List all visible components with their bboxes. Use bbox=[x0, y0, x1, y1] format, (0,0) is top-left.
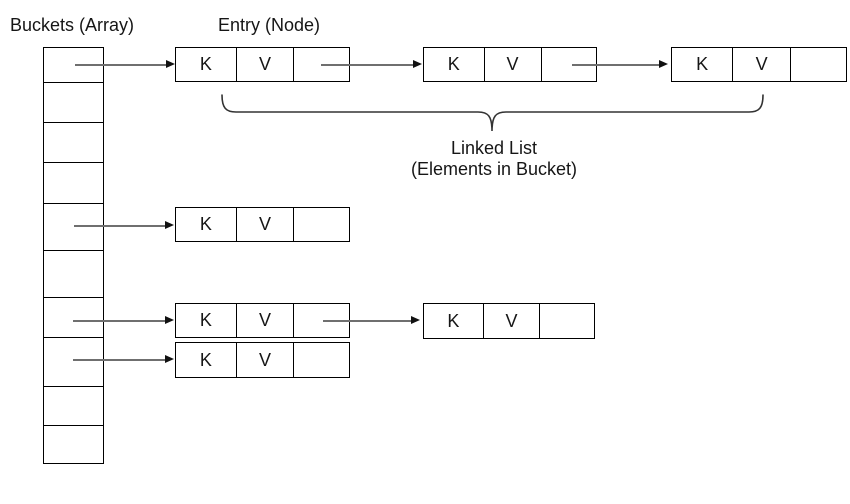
bucket-cell-1 bbox=[44, 82, 103, 122]
curly-brace bbox=[221, 94, 764, 132]
value-cell: V bbox=[235, 343, 293, 377]
value-cell: V bbox=[483, 48, 541, 81]
arrow-shaft bbox=[323, 319, 413, 322]
key-cell: K bbox=[199, 310, 212, 330]
arrow-next-chain1-2to3 bbox=[572, 60, 668, 69]
key-cell: K bbox=[447, 54, 460, 74]
arrow-bucket6-to-node bbox=[73, 316, 174, 325]
value-cell: V bbox=[482, 304, 539, 338]
entry-node-chain3-1: K V bbox=[175, 303, 350, 338]
arrow-shaft bbox=[73, 358, 167, 361]
arrow-shaft bbox=[321, 63, 415, 66]
key-cell: K bbox=[199, 214, 212, 234]
bucket-cell-7 bbox=[44, 337, 103, 386]
bucket-cell-3 bbox=[44, 162, 103, 203]
entry-node-chain1-1: K V bbox=[175, 47, 350, 82]
arrow-shaft bbox=[74, 224, 167, 227]
next-pointer-cell bbox=[540, 48, 596, 81]
key-cell: K bbox=[199, 349, 212, 370]
entry-node-chain1-2: K V bbox=[423, 47, 597, 82]
arrow-shaft bbox=[73, 319, 167, 322]
arrow-next-chain1-1to2 bbox=[321, 60, 422, 69]
arrow-bucket4-to-node bbox=[74, 221, 174, 230]
arrow-head-icon bbox=[659, 60, 668, 68]
arrow-shaft bbox=[75, 63, 168, 66]
next-pointer-cell bbox=[293, 343, 349, 377]
buckets-array-title: Buckets (Array) bbox=[10, 15, 135, 35]
key-cell: K bbox=[447, 310, 460, 331]
value-cell: V bbox=[732, 48, 790, 81]
arrow-head-icon bbox=[165, 355, 174, 363]
arrow-head-icon bbox=[413, 60, 422, 68]
arrow-bucket7-to-node bbox=[73, 355, 174, 364]
bucket-cell-2 bbox=[44, 122, 103, 162]
next-pointer-cell bbox=[293, 48, 349, 81]
entry-node-title: Entry (Node) bbox=[218, 15, 321, 35]
arrow-head-icon bbox=[165, 221, 174, 229]
bucket-cell-6 bbox=[44, 297, 103, 337]
key-cell: K bbox=[199, 54, 212, 74]
value-cell: V bbox=[235, 48, 293, 81]
entry-node-chain3-2: K V bbox=[423, 303, 595, 339]
entry-node-chain2-1: K V bbox=[175, 207, 350, 242]
arrow-shaft bbox=[572, 63, 661, 66]
value-cell: V bbox=[235, 208, 293, 241]
linked-list-caption-line2: (Elements in Bucket) bbox=[410, 159, 578, 179]
arrow-next-chain3-1to2 bbox=[323, 316, 420, 325]
arrow-bucket0-to-node bbox=[75, 60, 175, 69]
next-pointer-cell bbox=[293, 208, 349, 241]
bucket-cell-8 bbox=[44, 386, 103, 425]
arrow-head-icon bbox=[165, 316, 174, 324]
next-pointer-cell bbox=[789, 48, 846, 81]
entry-node-chain1-3: K V bbox=[671, 47, 847, 82]
arrow-head-icon bbox=[411, 316, 420, 324]
bucket-cell-4 bbox=[44, 203, 103, 250]
next-pointer-cell bbox=[293, 304, 349, 337]
linked-list-caption-line1: Linked List bbox=[450, 138, 538, 158]
entry-node-chain4-1: K V bbox=[175, 342, 350, 378]
key-cell: K bbox=[696, 54, 709, 74]
value-cell: V bbox=[235, 304, 293, 337]
bucket-array bbox=[43, 47, 104, 464]
arrow-head-icon bbox=[166, 60, 175, 68]
bucket-cell-9 bbox=[44, 425, 103, 463]
next-pointer-cell bbox=[539, 304, 594, 338]
bucket-cell-5 bbox=[44, 250, 103, 297]
linked-list-caption: Linked List (Elements in Bucket) bbox=[344, 138, 644, 180]
